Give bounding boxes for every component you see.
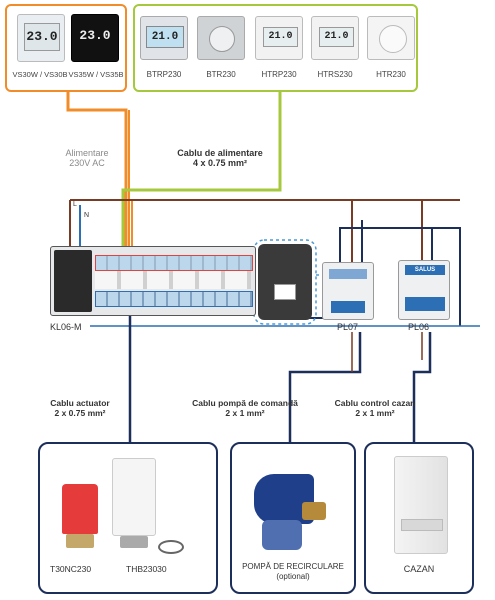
vs35-display: 23.0 bbox=[79, 28, 111, 43]
thb23030-label: THB23030 bbox=[126, 564, 167, 574]
controller-extension-panel bbox=[258, 244, 312, 320]
pump-outlet bbox=[302, 502, 326, 520]
pl07-terminal bbox=[329, 269, 367, 279]
htrp230-display: 21.0 bbox=[263, 27, 298, 47]
actuator-cable-label: Cablu actuator 2 x 0.75 mm² bbox=[38, 398, 122, 418]
terminal-row-bottom bbox=[95, 291, 253, 307]
thermostat-230v-box: 21.0 21.0 21.0 BTRP230 BTR230 HTRP230 HT… bbox=[133, 4, 418, 92]
boiler-cable-line2: 2 x 1 mm² bbox=[355, 408, 395, 418]
power-supply-label: Alimentare 230V AC bbox=[52, 148, 122, 168]
pump-housing bbox=[262, 520, 302, 550]
btrp230-display: 21.0 bbox=[146, 26, 184, 48]
vs30-label: VS30W / VS30B bbox=[12, 70, 68, 79]
thb23030-actuator bbox=[112, 458, 156, 536]
controller-label: KL06-M bbox=[50, 322, 82, 332]
boiler-control-strip bbox=[401, 519, 443, 531]
htrp230-label: HTRP230 bbox=[261, 70, 297, 79]
t30nc230-base bbox=[66, 534, 94, 548]
btr230-thermostat bbox=[197, 16, 245, 60]
htrp230-thermostat: 21.0 bbox=[255, 16, 303, 60]
vs30-display: 23.0 bbox=[24, 23, 60, 51]
power-cable-label: Cablu de alimentare 4 x 0.75 mm² bbox=[160, 148, 280, 168]
pl06-module: SALUS bbox=[398, 260, 450, 320]
htr230-thermostat bbox=[367, 16, 415, 60]
htrs230-thermostat: 21.0 bbox=[311, 16, 359, 60]
vs35-label: VS35W / VS35B bbox=[68, 70, 124, 79]
pl06-terminal-bottom bbox=[405, 297, 445, 311]
pump-label: POMPĂ DE RECIRCULARE (optional) bbox=[232, 562, 354, 582]
terminal-l-label: L bbox=[73, 201, 77, 208]
boiler-cable-line1: Cablu control cazan bbox=[334, 398, 416, 408]
extension-port-icon bbox=[274, 284, 296, 300]
boiler-cable bbox=[412, 332, 432, 442]
boiler-cable-label: Cablu control cazan 2 x 1 mm² bbox=[330, 398, 420, 418]
actuator-box: T30NC230 THB23030 bbox=[38, 442, 218, 594]
pump-cable-line2: 2 x 1 mm² bbox=[225, 408, 265, 418]
power-cable-line1: Cablu de alimentare bbox=[177, 148, 263, 158]
pl06-label: PL06 bbox=[408, 322, 430, 332]
supply-lines bbox=[69, 199, 460, 262]
pump-cable bbox=[288, 332, 362, 442]
boiler-unit bbox=[394, 456, 448, 554]
kl06m-controller bbox=[50, 246, 256, 316]
pump-cable-line1: Cablu pompă de comandă bbox=[192, 398, 298, 408]
thb23030-base bbox=[120, 536, 148, 548]
pl07-module bbox=[322, 262, 374, 320]
pump-label-line1: POMPĂ DE RECIRCULARE bbox=[242, 562, 344, 571]
power-supply-line2: 230V AC bbox=[69, 158, 105, 168]
htr230-dial-icon bbox=[379, 25, 407, 53]
actuator-cable-line2: 2 x 0.75 mm² bbox=[54, 408, 106, 418]
btr230-dial-icon bbox=[209, 26, 235, 52]
t30nc230-label: T30NC230 bbox=[50, 564, 92, 574]
relay-row bbox=[95, 271, 251, 289]
pl07-terminal-bottom bbox=[331, 301, 365, 313]
boiler-label: CAZAN bbox=[403, 564, 435, 574]
btrp230-thermostat: 21.0 bbox=[140, 16, 188, 60]
power-supply-line1: Alimentare bbox=[65, 148, 109, 158]
btr230-label: BTR230 bbox=[206, 70, 236, 79]
boiler-box: CAZAN bbox=[364, 442, 474, 594]
pump-box: POMPĂ DE RECIRCULARE (optional) bbox=[230, 442, 356, 594]
pump-label-line2: (optional) bbox=[276, 572, 310, 581]
dashed-link-frame bbox=[253, 239, 317, 325]
btrp230-label: BTRP230 bbox=[146, 70, 182, 79]
terminal-row-top bbox=[95, 255, 253, 271]
htrs230-display: 21.0 bbox=[319, 27, 354, 47]
htr230-label: HTR230 bbox=[376, 70, 406, 79]
vs30-thermostat: 23.0 bbox=[17, 14, 65, 62]
pl07-label: PL07 bbox=[337, 322, 359, 332]
wired-thermostat-box: 23.0 23.0 VS30W / VS30B VS35W / VS35B bbox=[5, 4, 127, 92]
pl06-brand: SALUS bbox=[405, 265, 445, 275]
t30nc230-actuator bbox=[62, 484, 98, 534]
controller-front-panel bbox=[54, 250, 92, 312]
vs35-thermostat: 23.0 bbox=[71, 14, 119, 62]
terminal-n-label: N bbox=[84, 212, 90, 219]
power-cable-line2: 4 x 0.75 mm² bbox=[192, 158, 248, 168]
adapter-rings-icon bbox=[158, 540, 184, 554]
green-power-wire bbox=[121, 92, 282, 248]
actuator-cable-line1: Cablu actuator bbox=[50, 398, 110, 408]
htrs230-label: HTRS230 bbox=[317, 70, 353, 79]
pump-cable-label: Cablu pompă de comandă 2 x 1 mm² bbox=[190, 398, 300, 418]
